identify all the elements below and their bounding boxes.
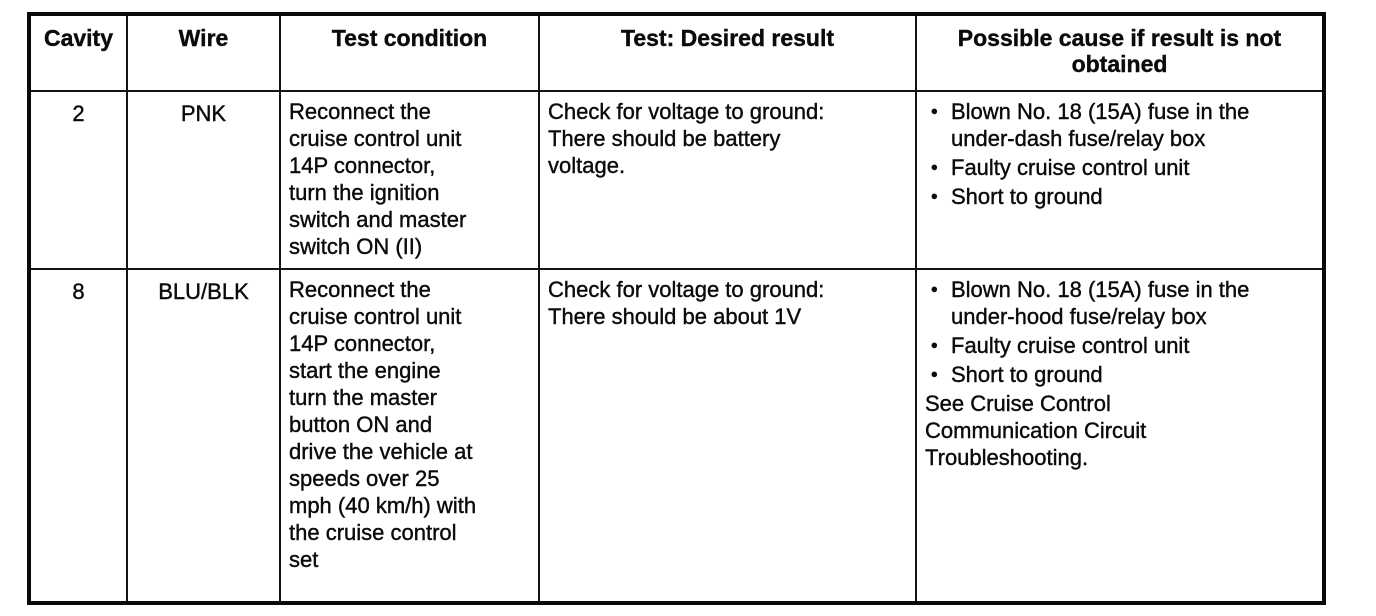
cause-item: • Blown No. 18 (15A) fuse in the under-ho…	[925, 276, 1314, 330]
desired-result-text: Check for voltage to ground: There shoul…	[548, 99, 825, 178]
desired-result-cell: Check for voltage to ground: There shoul…	[538, 90, 917, 270]
cause-list: • Blown No. 18 (15A) fuse in the under-da…	[925, 98, 1314, 210]
test-condition-text: Reconnect the cruise control unit 14P co…	[289, 277, 477, 572]
cause-item: • Short to ground	[925, 361, 1314, 388]
desired-result-cell: Check for voltage to ground: There shoul…	[538, 268, 917, 604]
possible-cause-cell: • Blown No. 18 (15A) fuse in the under-da…	[915, 90, 1325, 270]
cause-text: Blown No. 18 (15A) fuse in the under-hoo…	[951, 277, 1250, 329]
header-row: Cavity Wire Test condition Test: Desired…	[28, 13, 1325, 92]
possible-cause-cell: • Blown No. 18 (15A) fuse in the under-ho…	[915, 268, 1325, 604]
cause-note: See Cruise Control Communication Circuit…	[925, 391, 1147, 470]
bullet-icon: •	[931, 365, 938, 386]
cause-item: • Short to ground	[925, 183, 1314, 210]
cause-text: Faulty cruise control unit	[951, 155, 1190, 180]
table-row-cavity-2: 2 PNK Reconnect the cruise control unit …	[28, 90, 1325, 270]
bullet-icon: •	[931, 102, 938, 123]
test-condition-cell: Reconnect the cruise control unit 14P co…	[279, 268, 540, 604]
cause-text: Faulty cruise control unit	[951, 333, 1190, 358]
col-header-wire: Wire	[126, 13, 281, 92]
wire-value: BLU/BLK	[126, 268, 281, 604]
col-header-test-condition: Test condition	[279, 13, 540, 92]
col-header-possible-cause: Possible cause if result is not obtained	[915, 13, 1325, 92]
cause-text: Short to ground	[951, 184, 1103, 209]
cause-item: • Faulty cruise control unit	[925, 332, 1314, 359]
test-condition-text: Reconnect the cruise control unit 14P co…	[289, 99, 467, 259]
cause-text: Short to ground	[951, 362, 1103, 387]
col-header-cavity: Cavity	[28, 13, 128, 92]
test-condition-cell: Reconnect the cruise control unit 14P co…	[279, 90, 540, 270]
col-header-desired-result: Test: Desired result	[538, 13, 917, 92]
bullet-icon: •	[931, 187, 938, 208]
wire-value: PNK	[126, 90, 281, 270]
bullet-icon: •	[931, 158, 938, 179]
bullet-icon: •	[931, 280, 938, 301]
cause-item: • Faulty cruise control unit	[925, 154, 1314, 181]
cavity-value: 2	[28, 90, 128, 270]
desired-result-text: Check for voltage to ground: There shoul…	[548, 277, 825, 329]
cause-item: • Blown No. 18 (15A) fuse in the under-da…	[925, 98, 1314, 152]
troubleshooting-table: Cavity Wire Test condition Test: Desired…	[27, 12, 1326, 605]
bullet-icon: •	[931, 336, 938, 357]
cause-list: • Blown No. 18 (15A) fuse in the under-ho…	[925, 276, 1314, 388]
cavity-value: 8	[28, 268, 128, 604]
cause-text: Blown No. 18 (15A) fuse in the under-das…	[951, 99, 1250, 151]
table-row-cavity-8: 8 BLU/BLK Reconnect the cruise control u…	[28, 268, 1325, 604]
